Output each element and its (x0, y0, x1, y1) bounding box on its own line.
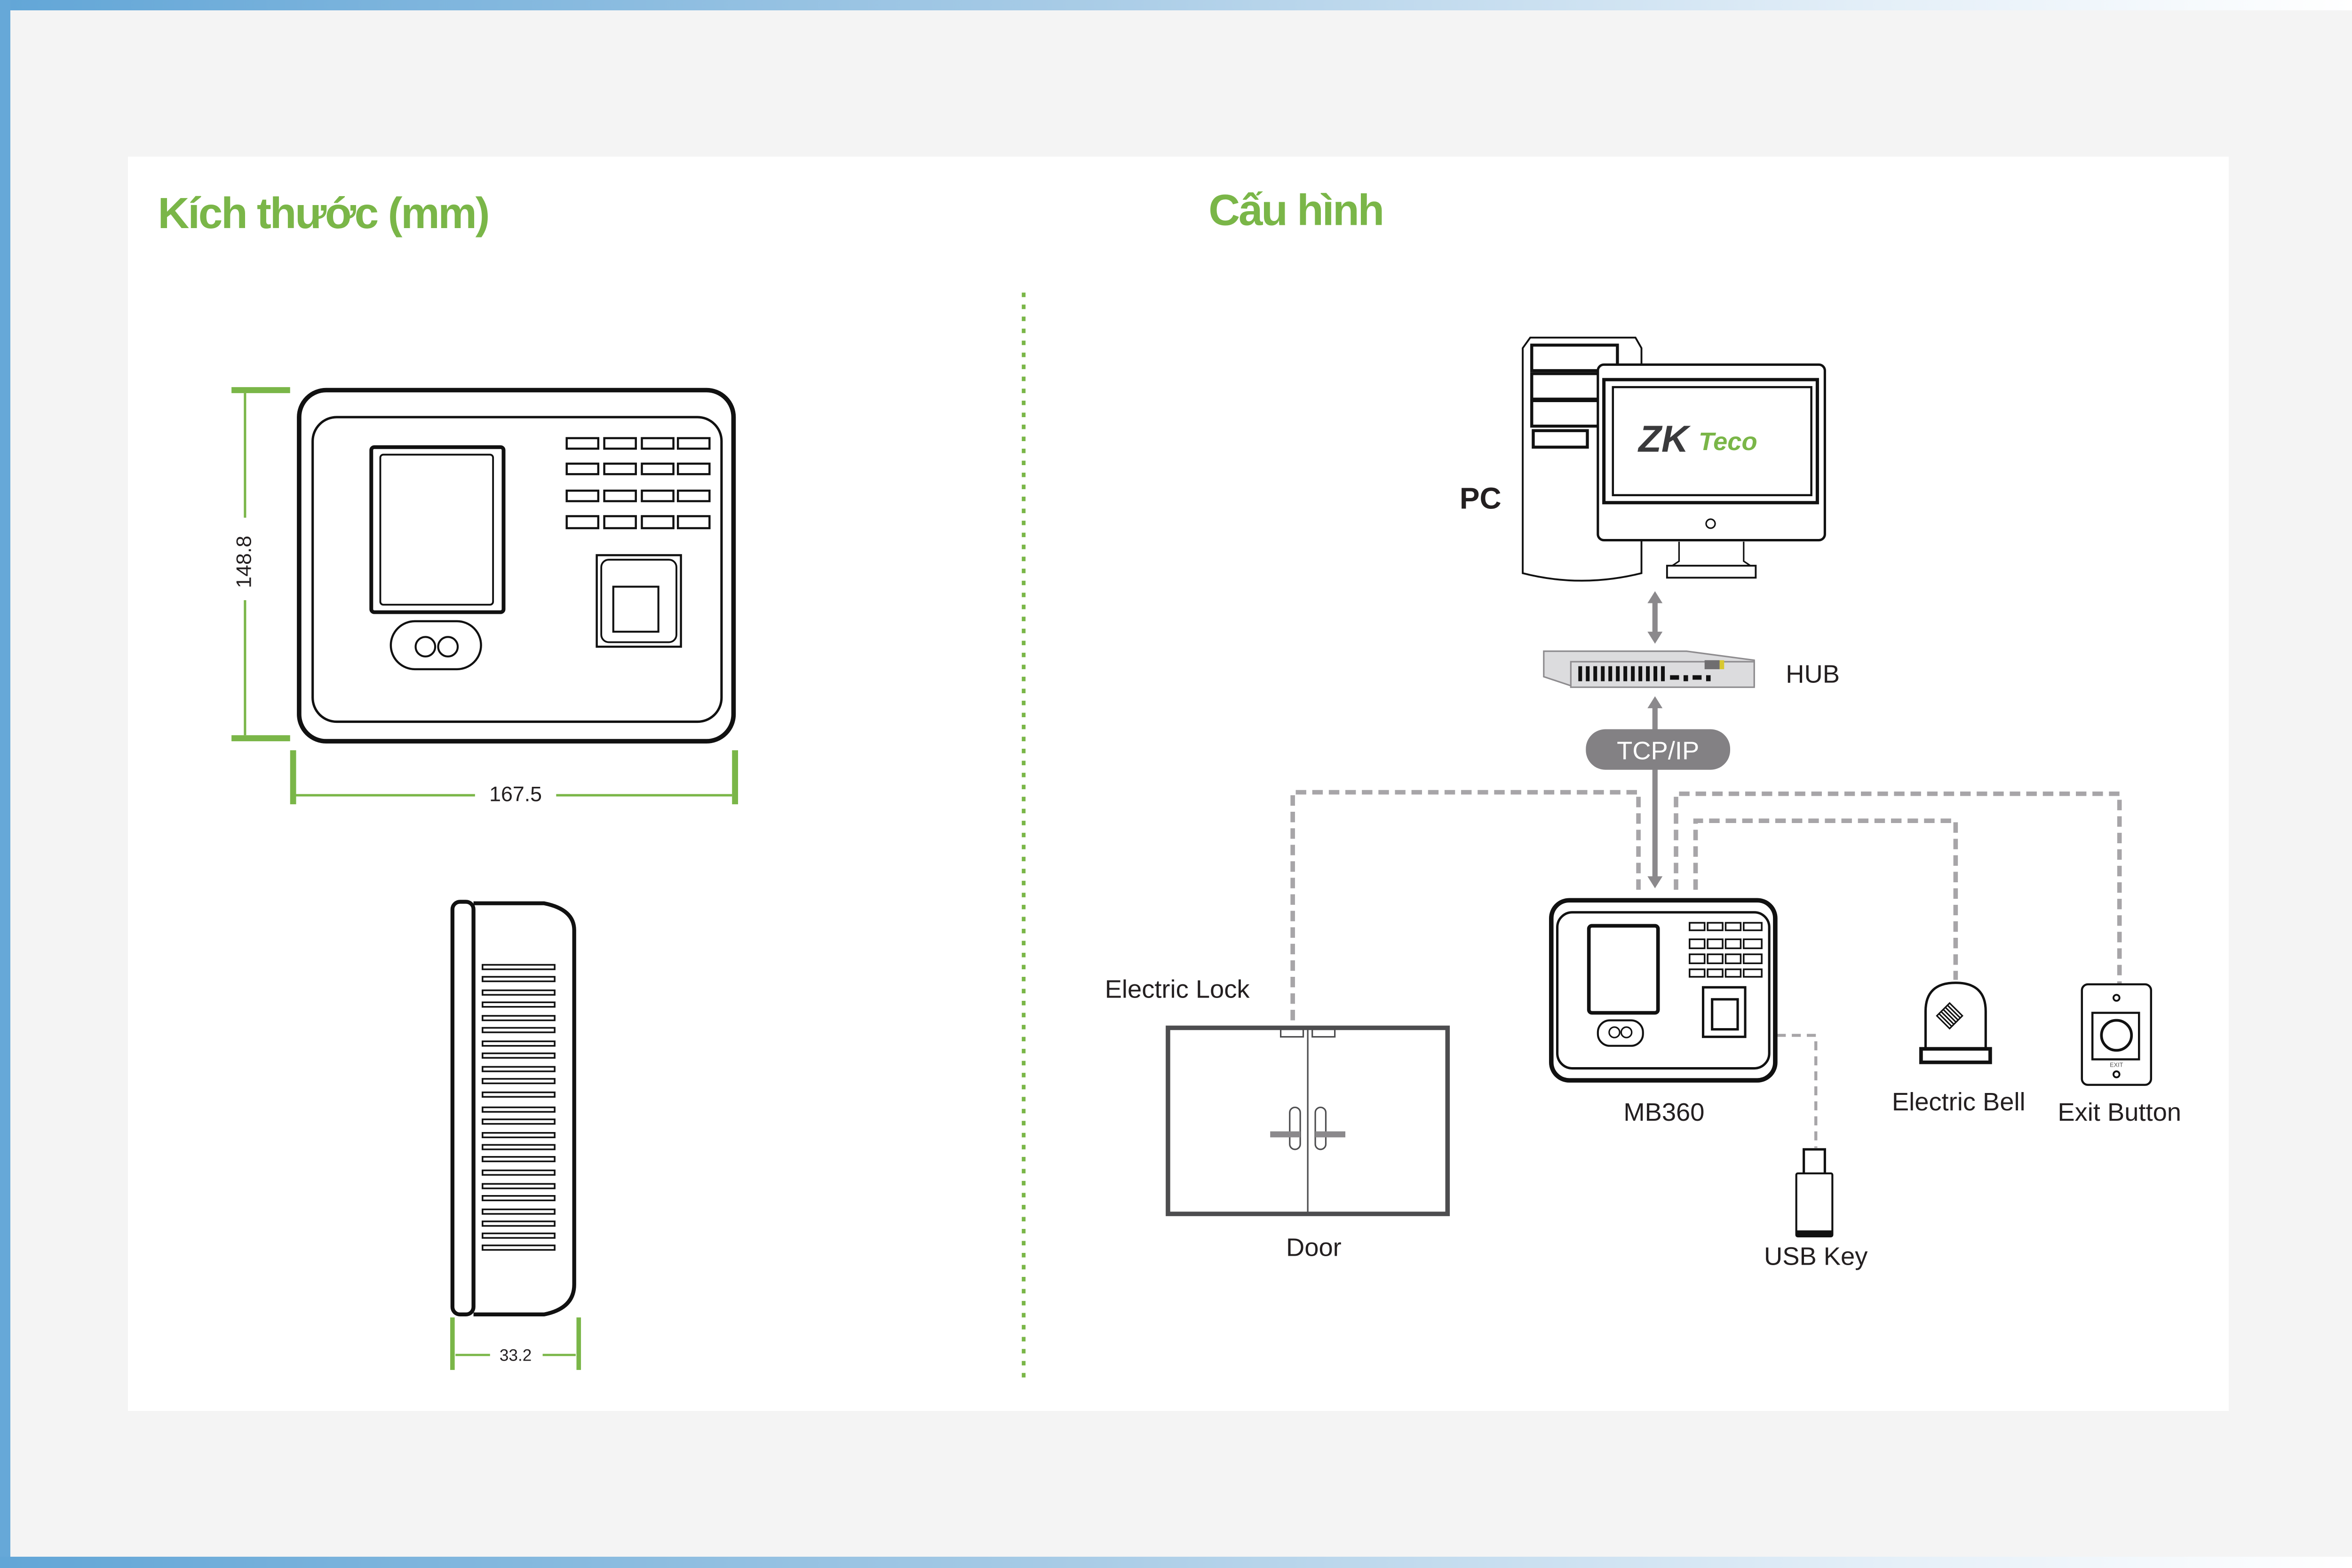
mb360-device-icon (1549, 898, 1778, 1083)
lock-connector (1290, 790, 1641, 1029)
tcpip-badge (1586, 729, 1731, 770)
bottom-frame-bar (0, 1557, 2352, 1568)
bidirectional-arrow-icon (1647, 591, 1663, 644)
usb-connector (1777, 1034, 1818, 1148)
left-frame-bar (0, 0, 10, 1568)
network-hub-icon (1543, 650, 1755, 688)
zkteco-logo-teco: Teco (1699, 427, 1757, 456)
exit-button-label: Exit Button (2058, 1098, 2181, 1126)
top-frame-bar (0, 0, 2352, 10)
electric-bell-label: Electric Bell (1892, 1087, 2026, 1116)
door-icon (1166, 1025, 1450, 1216)
pc-label: PC (1460, 482, 1502, 515)
width-value: 167.5 (489, 783, 542, 806)
usb-key-label: USB Key (1764, 1242, 1868, 1271)
height-dimension: 148.8 (231, 387, 290, 742)
width-dimension: 167.5 (290, 750, 739, 806)
electric-bell-icon (1919, 982, 1992, 1064)
front-screen (369, 445, 506, 614)
tcpip-label: TCP/IP (1617, 736, 1699, 765)
exit-button-icon: EXIT (2081, 983, 2153, 1086)
monitor-icon: ZK Teco (1597, 363, 1826, 579)
zkteco-logo-zk: ZK (1637, 418, 1691, 459)
configuration-title: Cấu hình (1208, 186, 1383, 235)
bell-connector (1693, 818, 1958, 980)
exit-button-connector (1674, 791, 2122, 984)
mb360-label: MB360 (1623, 1098, 1704, 1126)
usb-key-icon (1795, 1148, 1834, 1237)
front-fingerprint-sensor (596, 554, 682, 648)
electric-lock-icon (1279, 1029, 1304, 1038)
hub-label: HUB (1786, 660, 1840, 689)
device-front-view (297, 388, 736, 744)
accessory-connectors (1290, 790, 2122, 1029)
dimensions-title: Kích thước (mm) (158, 189, 489, 238)
door-label: Door (1286, 1233, 1342, 1261)
electric-lock-label: Electric Lock (1105, 975, 1250, 1004)
device-side-view (450, 900, 576, 1316)
depth-dimension: 33.2 (450, 1317, 581, 1370)
depth-value: 33.2 (500, 1346, 532, 1365)
exit-button-text: EXIT (2110, 1061, 2123, 1068)
front-camera (389, 620, 482, 671)
height-value: 148.8 (233, 536, 256, 588)
front-keypad (565, 437, 711, 530)
side-vent-slots (482, 964, 556, 1251)
